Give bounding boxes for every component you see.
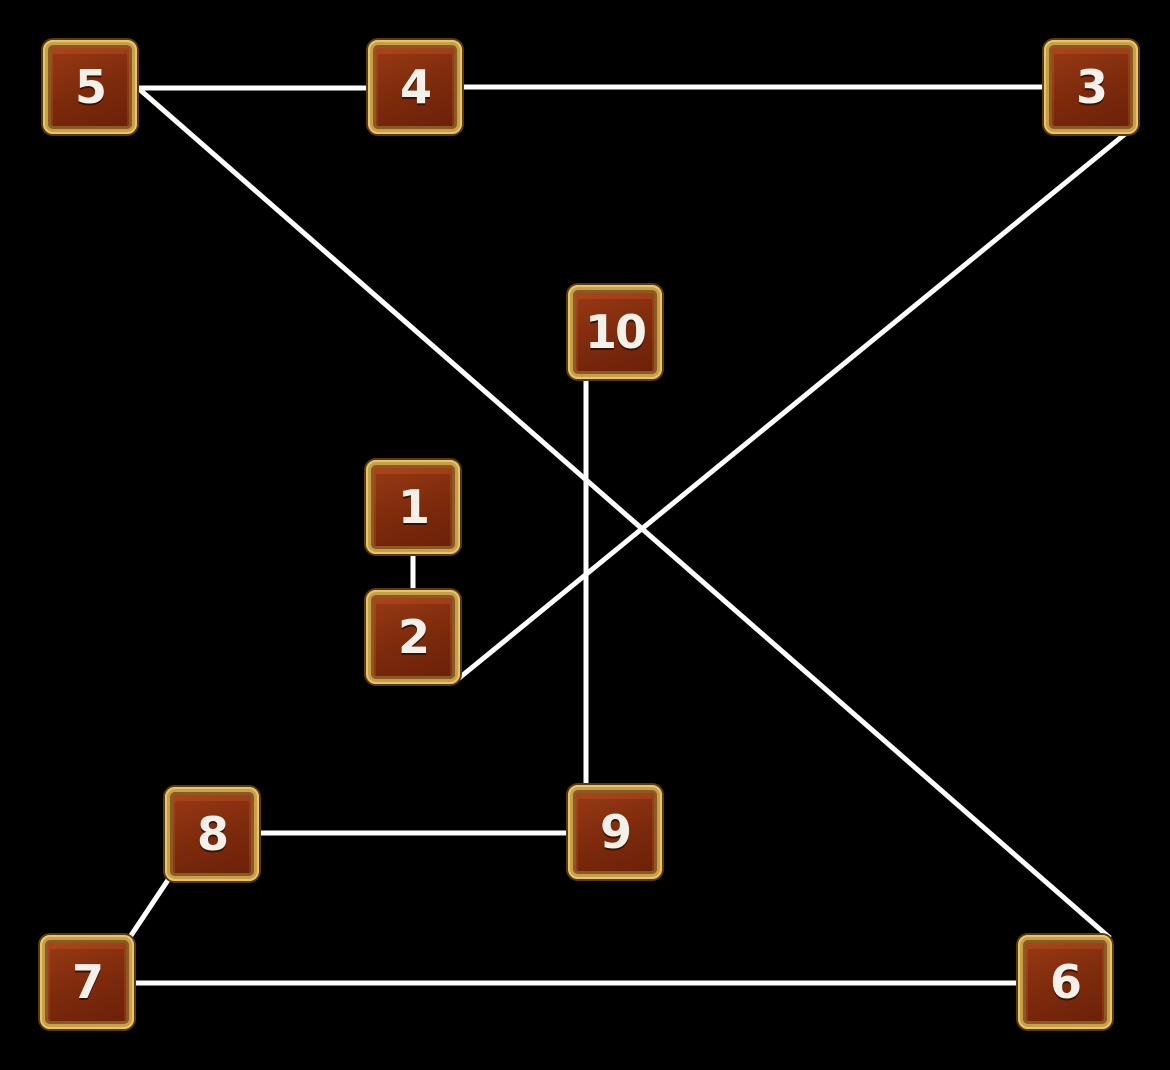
node-label: 8 <box>196 807 229 861</box>
node-4[interactable]: 4 <box>368 40 462 134</box>
node-label: 1 <box>397 480 430 534</box>
line-5-6 <box>136 86 1112 940</box>
node-3[interactable]: 3 <box>1044 40 1138 134</box>
node-label: 5 <box>74 60 107 114</box>
node-label: 2 <box>397 610 430 664</box>
line-7-8 <box>125 875 173 942</box>
line-2-3 <box>456 128 1132 681</box>
node-6[interactable]: 6 <box>1018 935 1112 1029</box>
node-label: 7 <box>71 955 104 1009</box>
node-7[interactable]: 7 <box>40 935 134 1029</box>
node-9[interactable]: 9 <box>568 785 662 879</box>
node-1[interactable]: 1 <box>366 460 460 554</box>
node-5[interactable]: 5 <box>43 40 137 134</box>
node-label: 6 <box>1049 955 1082 1009</box>
node-label: 4 <box>399 60 432 114</box>
node-10[interactable]: 10 <box>568 285 662 379</box>
node-2[interactable]: 2 <box>366 590 460 684</box>
node-label: 3 <box>1075 60 1108 114</box>
node-8[interactable]: 8 <box>165 787 259 881</box>
node-label: 9 <box>599 805 632 859</box>
node-label: 10 <box>584 305 647 359</box>
